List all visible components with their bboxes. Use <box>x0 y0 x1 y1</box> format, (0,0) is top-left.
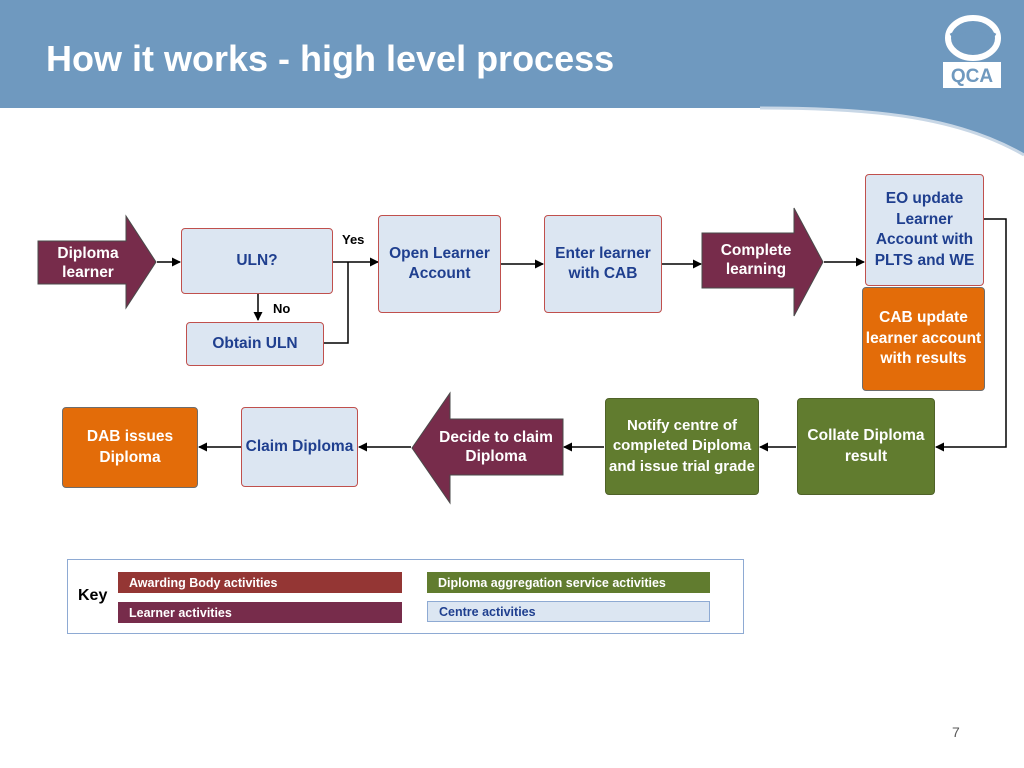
decide-to-claim-label: Decide to claim Diploma <box>439 429 553 465</box>
key-learner: Learner activities <box>118 602 402 623</box>
key-awarding-body: Awarding Body activities <box>118 572 402 593</box>
key-centre: Centre activities <box>427 601 710 622</box>
header-swoosh <box>759 106 1024 157</box>
connector-eo-to-collate <box>935 218 1007 452</box>
no-label: No <box>273 301 291 316</box>
complete-learning-arrow <box>701 207 824 317</box>
dab-issues-diploma-box: DAB issues Diploma <box>62 407 198 488</box>
collate-diploma-result-box: Collate Diploma result <box>797 398 935 495</box>
claim-diploma-box: Claim Diploma <box>241 407 358 487</box>
cab-update-box: CAB update learner account with results <box>862 287 985 391</box>
connector-obtain-to-yes <box>324 262 349 344</box>
enter-learner-with-cab-box: Enter learner with CAB <box>544 215 662 313</box>
obtain-uln-box: Obtain ULN <box>186 322 324 366</box>
key-title: Key <box>78 587 108 604</box>
eo-update-box: EO update Learner Account with PLTS and … <box>865 174 984 286</box>
key-das: Diploma aggregation service activities <box>427 572 710 593</box>
header-band <box>0 0 1024 155</box>
qca-logo-mark: QCA <box>943 15 1001 88</box>
diploma-learner-arrow <box>37 214 157 310</box>
diploma-learner-label: Diploma learner <box>57 244 119 281</box>
qca-logo: QCA <box>943 14 1003 88</box>
uln-question-box: ULN? <box>181 228 333 294</box>
decide-to-claim-arrow <box>411 391 564 505</box>
key-legend: Key Awarding Body activities Learner act… <box>67 559 744 634</box>
qca-logo-text: QCA <box>951 66 994 87</box>
yes-label: Yes <box>342 232 365 247</box>
notify-centre-box: Notify centre of completed Diploma and i… <box>605 398 759 495</box>
page-number: 7 <box>952 724 960 740</box>
open-learner-account-box: Open Learner Account <box>378 215 501 313</box>
complete-learning-label: Complete learning <box>720 242 792 278</box>
page-title: How it works - high level process <box>46 38 615 79</box>
